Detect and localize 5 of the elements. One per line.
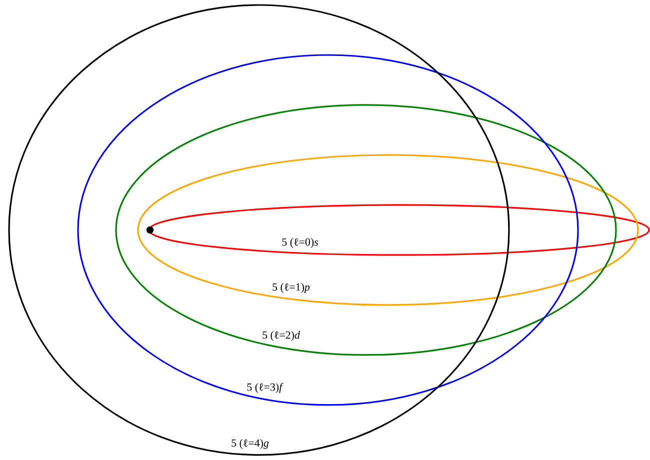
orbit-label: 5 (ℓ=2)d — [262, 331, 300, 341]
orbit-label: 5 (ℓ=0)s — [282, 238, 318, 248]
orbit-label: 5 (ℓ=1)p — [272, 283, 310, 293]
orbit-label: 5 (ℓ=4)g — [232, 439, 269, 449]
orbit-label: 5 (ℓ=3)f — [247, 382, 284, 393]
